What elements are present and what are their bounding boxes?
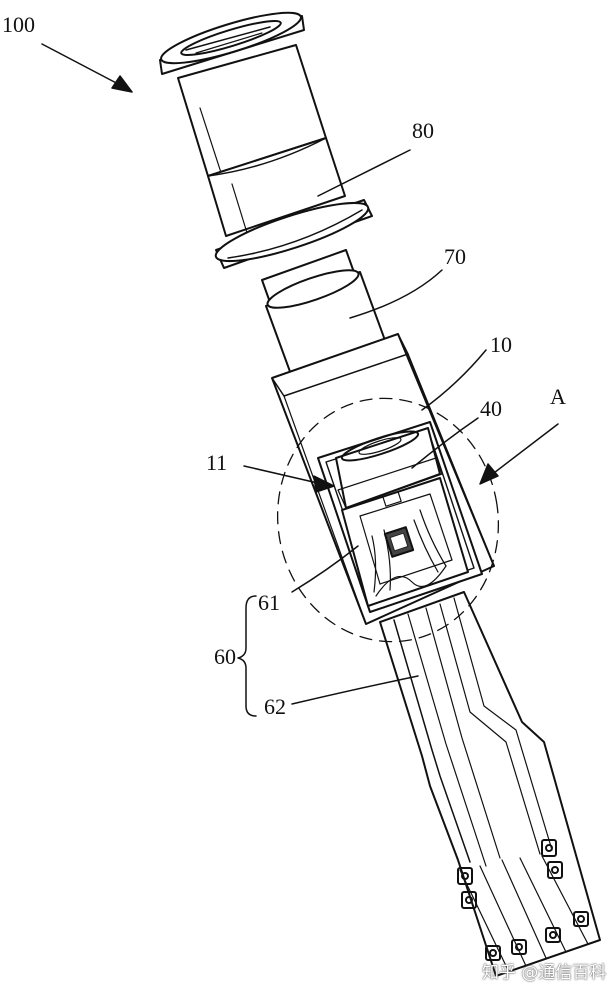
label-10: 10 <box>490 332 512 357</box>
label-61-inner: 61 <box>258 590 280 615</box>
flex-circuit-62 <box>379 591 601 977</box>
label-100: 100 <box>2 12 35 37</box>
label-80: 80 <box>412 118 434 143</box>
detail-circle-A <box>276 397 500 643</box>
sleeve-80 <box>207 137 346 237</box>
top-cap <box>159 11 305 75</box>
label-62: 62 <box>264 694 286 719</box>
label-11: 11 <box>206 450 228 475</box>
chip <box>383 526 415 558</box>
lens-module-40 <box>335 427 443 509</box>
leader-lines <box>41 43 559 717</box>
label-70: 70 <box>444 244 466 269</box>
label-A: A <box>550 384 566 409</box>
label-40: 40 <box>480 396 502 421</box>
circuit-board-61 <box>341 477 469 607</box>
flange <box>214 199 373 269</box>
watermark: 知乎 @通信百科 <box>482 963 607 983</box>
label-60: 60 <box>214 644 236 669</box>
